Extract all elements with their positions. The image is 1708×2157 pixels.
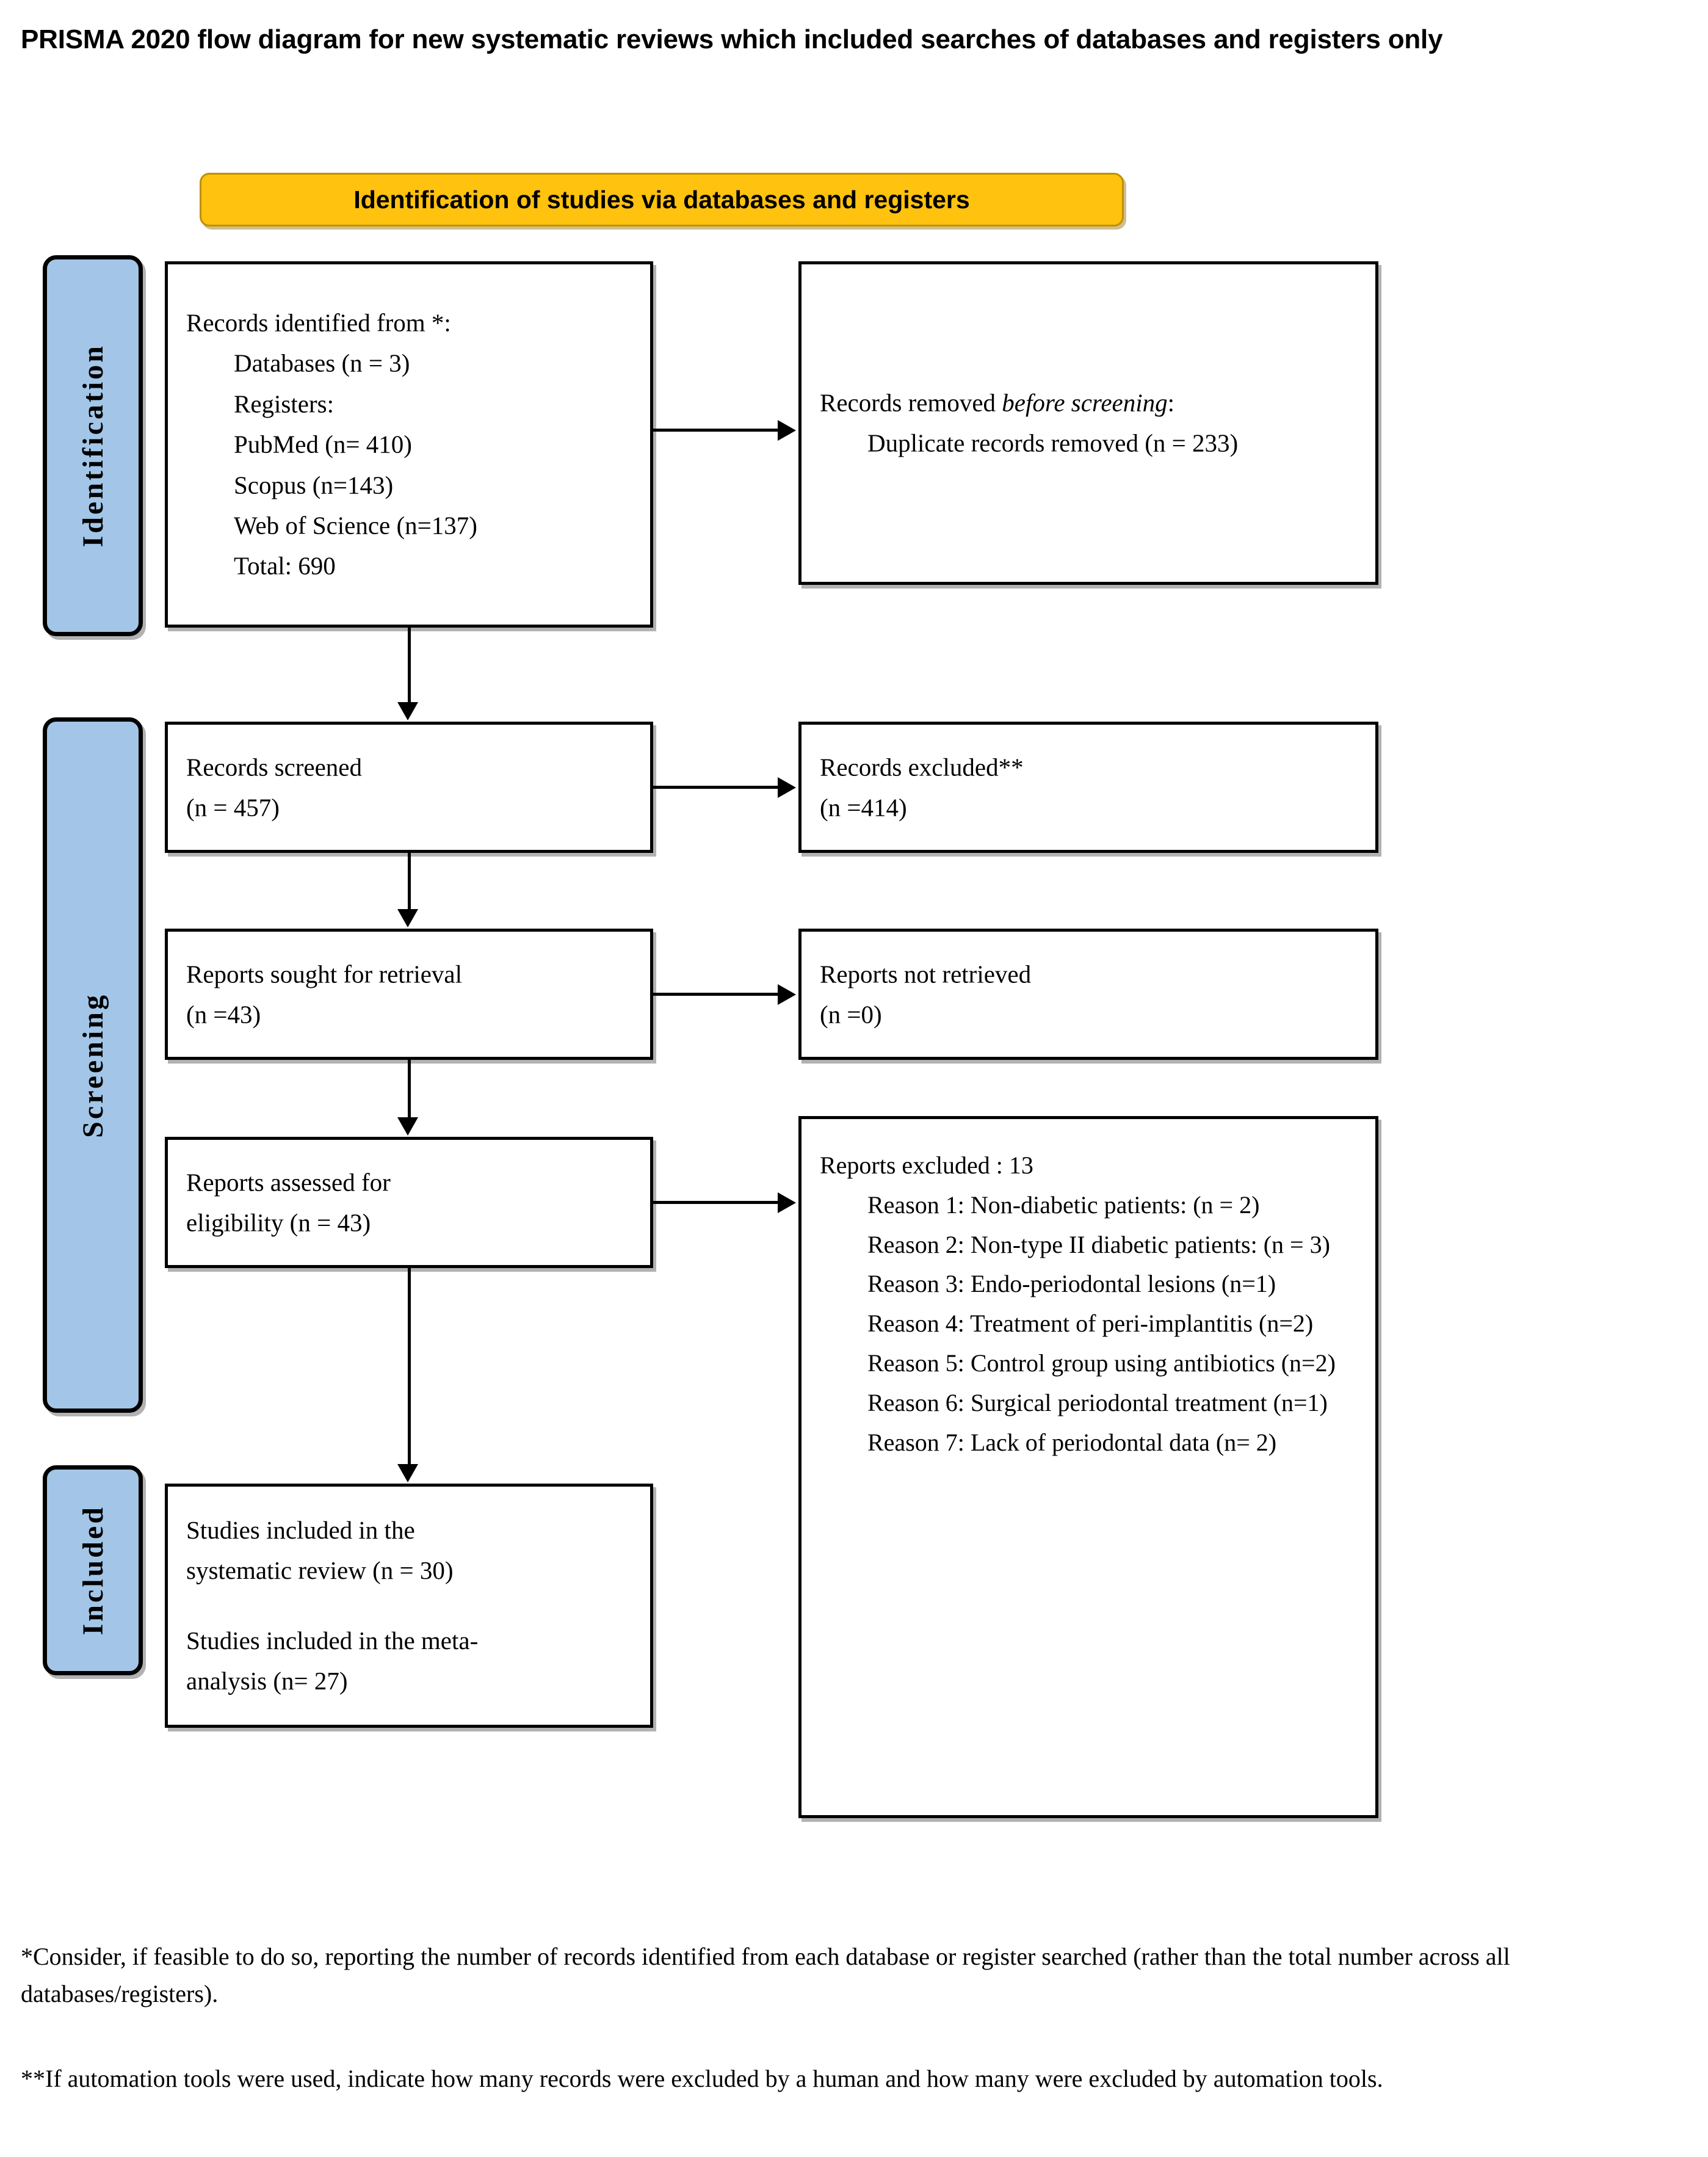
stage-banner-label: Identification of studies via databases … [353, 185, 970, 214]
box-reports-excluded: Reports excluded : 13 Reason 1: Non-diab… [798, 1116, 1378, 1818]
stage-pill-included-label: Included [76, 1505, 109, 1636]
box-reports-sought-content: Reports sought for retrieval (n =43) [168, 954, 650, 1035]
box-records-excluded: Records excluded** (n =414) [798, 722, 1378, 853]
reports-sought-line-2: (n =43) [186, 1000, 261, 1029]
box-records-removed: Records removed before screening: Duplic… [798, 261, 1378, 585]
stage-pill-screening-label: Screening [76, 992, 109, 1138]
arrowhead-right-to-reportsexcluded [778, 1192, 796, 1213]
connector-assessed-to-reportsexcluded [653, 1201, 779, 1204]
reports-excluded-heading: Reports excluded : 13 [820, 1151, 1033, 1179]
arrowhead-right-to-notretrieved [778, 984, 796, 1005]
records-identified-heading: Records identified from *: [186, 308, 451, 337]
reports-not-retrieved-line-2: (n =0) [820, 1000, 882, 1029]
box-records-screened-content: Records screened (n = 457) [168, 747, 650, 828]
connector-assessed-to-included [408, 1268, 411, 1465]
arrowhead-down-to-screened [397, 702, 418, 720]
arrowhead-down-to-included [397, 1464, 418, 1482]
footnote-double-asterisk: **If automation tools were used, indicat… [21, 2065, 1383, 2092]
reports-excluded-reason-0: Reason 1: Non-diabetic patients: (n = 2) [867, 1191, 1260, 1219]
page-title: PRISMA 2020 flow diagram for new systema… [21, 24, 1443, 54]
records-removed-line-0: Duplicate records removed (n = 233) [867, 429, 1239, 457]
box-records-screened: Records screened (n = 457) [165, 722, 653, 853]
connector-identified-to-screened [408, 628, 411, 703]
records-removed-heading-post: : [1167, 388, 1175, 417]
records-screened-line-1: Records screened [186, 753, 363, 781]
box-reports-excluded-content: Reports excluded : 13 Reason 1: Non-diab… [802, 1146, 1375, 1462]
stage-banner-identification: Identification of studies via databases … [200, 173, 1124, 227]
records-identified-line-3: Scopus (n=143) [234, 471, 394, 499]
box-studies-included-content: Studies included in the systematic revie… [168, 1510, 650, 1702]
box-records-identified-content: Records identified from *: Databases (n … [168, 303, 650, 587]
reports-excluded-reason-2: Reason 3: Endo-periodontal lesions (n=1) [867, 1270, 1276, 1298]
studies-included-line-3: Studies included in the meta- [186, 1626, 479, 1655]
studies-included-line-2: systematic review (n = 30) [186, 1556, 454, 1585]
connector-screened-to-sought [408, 853, 411, 910]
records-removed-heading-emphasis: before screening [1002, 388, 1168, 417]
records-excluded-line-1: Records excluded** [820, 753, 1024, 781]
stage-pill-screening: Screening [43, 717, 143, 1413]
records-identified-line-4: Web of Science (n=137) [234, 511, 477, 540]
connector-sought-to-notretrieved [653, 993, 779, 996]
studies-included-line-1: Studies included in the [186, 1516, 415, 1545]
records-identified-line-1: Registers: [234, 390, 334, 418]
records-identified-line-2: PubMed (n= 410) [234, 430, 412, 459]
arrowhead-down-to-assessed [397, 1117, 418, 1136]
reports-assessed-line-2: eligibility (n = 43) [186, 1208, 371, 1237]
records-identified-line-5: Total: 690 [234, 552, 336, 581]
arrowhead-right-to-removed [778, 420, 796, 441]
records-removed-heading-pre: Records removed [820, 388, 1002, 417]
box-reports-not-retrieved-content: Reports not retrieved (n =0) [802, 954, 1375, 1035]
reports-excluded-reason-1: Reason 2: Non-type II diabetic patients:… [867, 1230, 1330, 1258]
reports-assessed-line-1: Reports assessed for [186, 1168, 391, 1197]
records-identified-line-0: Databases (n = 3) [234, 349, 410, 377]
connector-screened-to-excluded [653, 786, 779, 789]
arrowhead-right-to-excluded [778, 777, 796, 798]
records-excluded-line-2: (n =414) [820, 793, 907, 822]
reports-not-retrieved-line-1: Reports not retrieved [820, 960, 1032, 988]
records-screened-line-2: (n = 457) [186, 793, 280, 822]
studies-included-spacer [186, 1591, 632, 1620]
box-records-identified: Records identified from *: Databases (n … [165, 261, 653, 628]
reports-excluded-reason-3: Reason 4: Treatment of peri-implantitis … [867, 1310, 1314, 1338]
reports-excluded-reason-5: Reason 6: Surgical periodontal treatment… [867, 1388, 1328, 1416]
connector-sought-to-assessed [408, 1060, 411, 1118]
stage-pill-identification: Identification [43, 255, 143, 636]
reports-excluded-reason-6: Reason 7: Lack of periodontal data (n= 2… [867, 1428, 1277, 1456]
stage-pill-identification-label: Identification [76, 344, 109, 548]
box-records-excluded-content: Records excluded** (n =414) [802, 747, 1375, 828]
records-removed-heading: Records removed before screening: [820, 389, 1174, 417]
box-studies-included: Studies included in the systematic revie… [165, 1484, 653, 1728]
box-reports-assessed-content: Reports assessed for eligibility (n = 43… [168, 1162, 650, 1243]
stage-pill-included: Included [43, 1465, 143, 1675]
connector-identified-to-removed [653, 429, 779, 432]
box-reports-sought: Reports sought for retrieval (n =43) [165, 929, 653, 1060]
reports-sought-line-1: Reports sought for retrieval [186, 960, 463, 988]
box-reports-assessed: Reports assessed for eligibility (n = 43… [165, 1137, 653, 1268]
reports-excluded-reason-4: Reason 5: Control group using antibiotic… [867, 1349, 1336, 1377]
footnote-asterisk: *Consider, if feasible to do so, reporti… [21, 1943, 1510, 2007]
box-records-removed-content: Records removed before screening: Duplic… [802, 383, 1375, 464]
box-reports-not-retrieved: Reports not retrieved (n =0) [798, 929, 1378, 1060]
arrowhead-down-to-sought [397, 909, 418, 927]
studies-included-line-4: analysis (n= 27) [186, 1667, 348, 1695]
